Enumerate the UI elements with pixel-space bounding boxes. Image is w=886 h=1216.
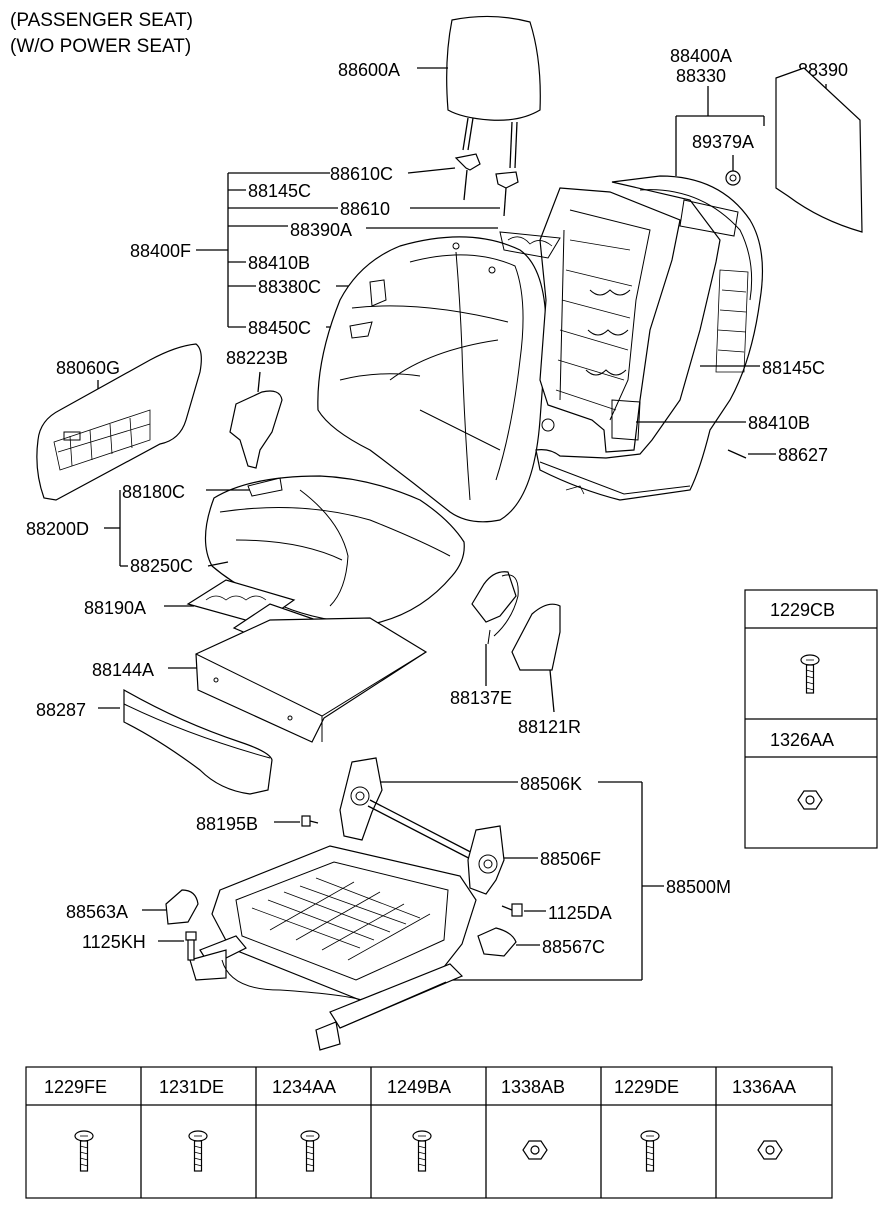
bottom-table-code-5: 1229DE bbox=[614, 1077, 679, 1097]
label-88145C-right: 88145C bbox=[762, 358, 825, 378]
bolt-88195B bbox=[301, 815, 319, 827]
label-88400A: 88400A bbox=[670, 46, 732, 66]
screw-icon bbox=[800, 654, 820, 694]
label-88250C: 88250C bbox=[130, 556, 193, 576]
screw-icon bbox=[412, 1130, 432, 1172]
header-line-2: (W/O POWER SEAT) bbox=[10, 36, 191, 57]
cushion-pad-88144A bbox=[195, 617, 428, 743]
label-88400F: 88400F bbox=[130, 241, 191, 261]
bolt-1125DA bbox=[501, 903, 523, 917]
label-88223B: 88223B bbox=[226, 348, 288, 368]
bottom-table-code-6: 1336AA bbox=[732, 1077, 796, 1097]
nut-icon bbox=[522, 1140, 548, 1160]
screw-icon bbox=[300, 1130, 320, 1172]
recliner-88506F bbox=[467, 825, 505, 895]
bottom-table-code-1: 1231DE bbox=[159, 1077, 224, 1097]
screw-icon bbox=[74, 1130, 94, 1172]
back-board-88390 bbox=[775, 67, 863, 233]
label-88410B-top: 88410B bbox=[248, 253, 310, 273]
label-88195B: 88195B bbox=[196, 814, 258, 834]
label-88180C: 88180C bbox=[122, 482, 185, 502]
label-88060G: 88060G bbox=[56, 358, 120, 378]
label-1125DA: 1125DA bbox=[548, 903, 612, 923]
seat-track-frame bbox=[189, 845, 477, 1051]
label-88506K: 88506K bbox=[520, 774, 582, 794]
label-88137E: 88137E bbox=[450, 688, 512, 708]
label-88610: 88610 bbox=[340, 199, 390, 219]
header-line-1: (PASSENGER SEAT) bbox=[10, 10, 193, 31]
label-88567C: 88567C bbox=[542, 937, 605, 957]
label-88145C-top: 88145C bbox=[248, 181, 311, 201]
label-1125KH: 1125KH bbox=[82, 932, 146, 952]
label-88390A: 88390A bbox=[290, 220, 352, 240]
screw-icon bbox=[188, 1130, 208, 1172]
label-88330: 88330 bbox=[676, 66, 726, 86]
bottom-table-code-2: 1234AA bbox=[272, 1077, 336, 1097]
front-trim-88287 bbox=[123, 688, 273, 795]
lumbar-mat bbox=[499, 231, 561, 259]
recliner-shaft bbox=[369, 799, 487, 861]
clip-89379A bbox=[725, 170, 741, 186]
label-88190A: 88190A bbox=[84, 598, 146, 618]
cover-88121R bbox=[511, 603, 561, 671]
label-88287: 88287 bbox=[36, 700, 86, 720]
label-88450C: 88450C bbox=[248, 318, 311, 338]
seat-back-rear-cover bbox=[535, 175, 764, 501]
label-88121R: 88121R bbox=[518, 717, 581, 737]
side-fastener-table bbox=[744, 589, 878, 849]
nut-icon bbox=[757, 1140, 783, 1160]
label-88500M: 88500M bbox=[666, 877, 731, 897]
headrest-guide-part bbox=[454, 153, 519, 217]
label-88200D: 88200D bbox=[26, 519, 89, 539]
harness-88137E bbox=[471, 571, 519, 645]
screw-icon bbox=[640, 1130, 660, 1172]
label-88380C: 88380C bbox=[258, 277, 321, 297]
recliner-88506K bbox=[339, 757, 383, 841]
bottom-table-code-0: 1229FE bbox=[44, 1077, 107, 1097]
side-table-code-1: 1326AA bbox=[770, 730, 834, 750]
cover-88223B bbox=[229, 390, 283, 469]
seat-cushion bbox=[204, 475, 465, 625]
label-88410B-right: 88410B bbox=[748, 413, 810, 433]
label-88600A: 88600A bbox=[338, 60, 400, 80]
bottom-table-code-3: 1249BA bbox=[387, 1077, 451, 1097]
label-89379A: 89379A bbox=[692, 132, 754, 152]
label-88563A: 88563A bbox=[66, 902, 128, 922]
headrest-part bbox=[446, 15, 541, 169]
side-table-code-0: 1229CB bbox=[770, 600, 835, 620]
nut-icon bbox=[797, 790, 823, 810]
label-88144A: 88144A bbox=[92, 660, 154, 680]
label-88610C: 88610C bbox=[330, 164, 393, 184]
label-88627: 88627 bbox=[778, 445, 828, 465]
label-88506F: 88506F bbox=[540, 849, 601, 869]
cover-88563A bbox=[165, 889, 199, 925]
cover-88567C bbox=[477, 927, 517, 957]
side-shield-88060G bbox=[36, 343, 202, 501]
seat-back-cushion bbox=[317, 236, 547, 523]
pin-88627 bbox=[727, 449, 747, 459]
bolt-1125KH bbox=[185, 931, 197, 961]
bottom-table-code-4: 1338AB bbox=[501, 1077, 565, 1097]
seat-back-frame bbox=[539, 187, 681, 453]
